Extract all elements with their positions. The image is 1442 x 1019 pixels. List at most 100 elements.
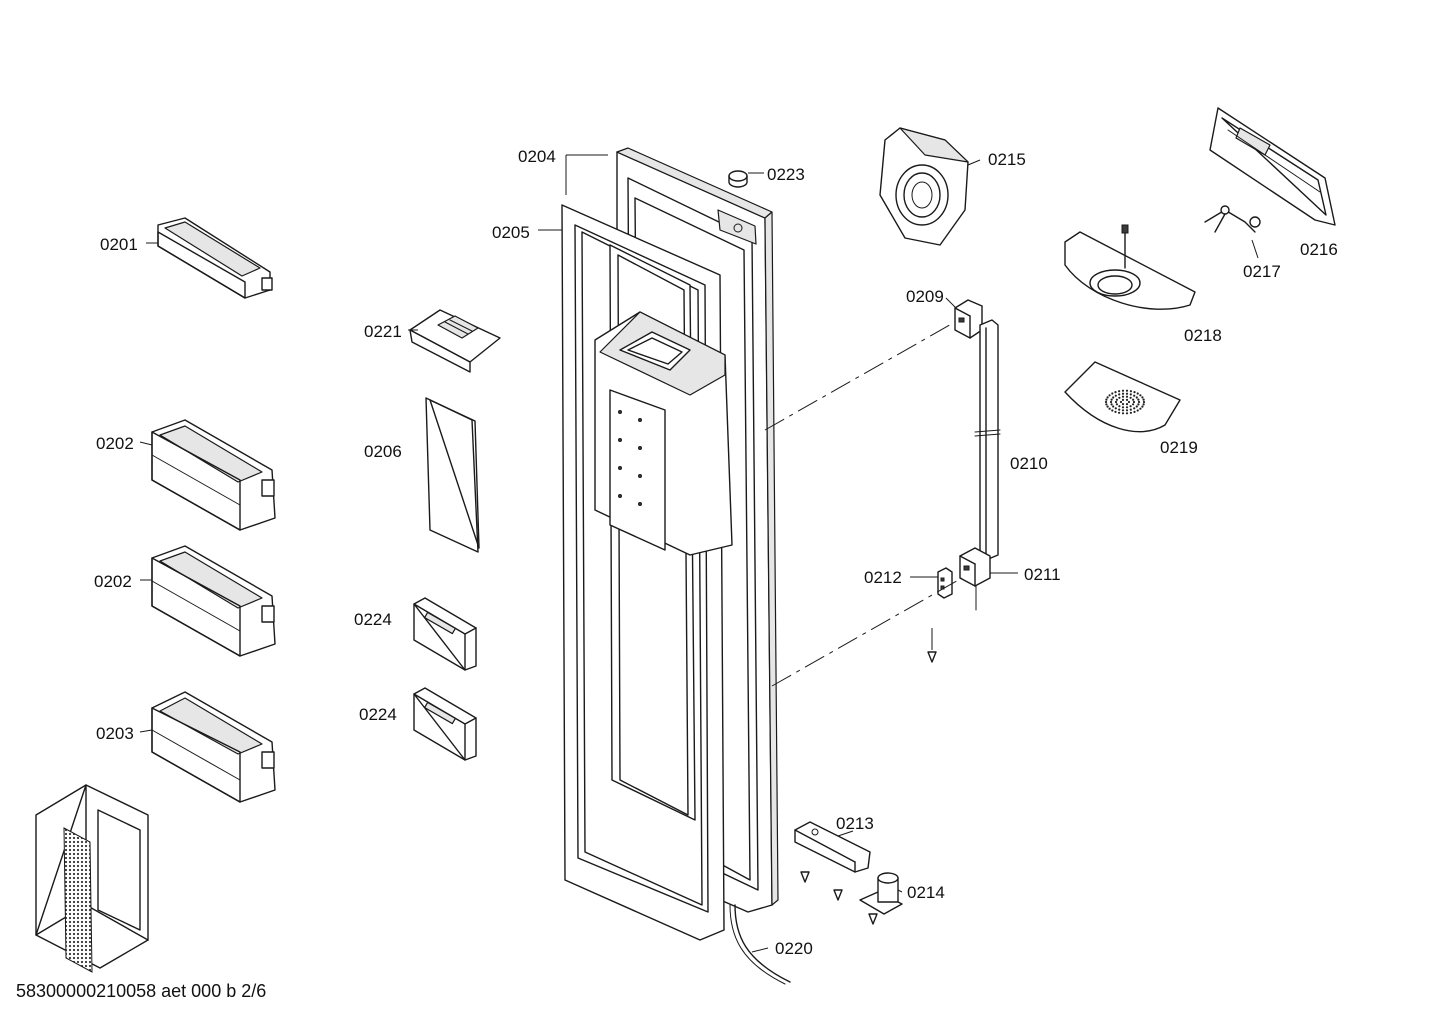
grille-hole — [1118, 393, 1121, 396]
label-0202-b: 0202 — [94, 572, 132, 591]
label-0223: 0223 — [767, 165, 805, 184]
grille-hole — [1105, 403, 1108, 406]
grille-hole — [1109, 400, 1113, 404]
screw-fasteners — [800, 585, 977, 925]
grille-hole — [1114, 400, 1118, 404]
label-0218: 0218 — [1184, 326, 1222, 345]
grille-hole — [1125, 398, 1129, 401]
grille-hole — [1132, 400, 1136, 404]
hinge-clip-part — [937, 567, 953, 599]
grille-hole — [1111, 409, 1114, 412]
grille-hole — [1118, 411, 1121, 414]
grille-hole — [1118, 408, 1121, 411]
grille-hole — [1129, 408, 1132, 411]
label-0212: 0212 — [864, 568, 902, 587]
grille-hole — [1132, 403, 1135, 406]
label-0201: 0201 — [100, 235, 138, 254]
grille-hole — [1114, 410, 1117, 413]
grille-hole — [1115, 403, 1118, 406]
label-0215: 0215 — [988, 150, 1026, 169]
bottom-hinge-plate-part — [794, 821, 871, 873]
ice-chute-plate-part — [1064, 224, 1196, 310]
cover-plate-part — [1209, 107, 1336, 226]
cable-part — [734, 904, 791, 983]
part-labels: 0201 0202 0202 0203 0204 0205 0206 0209 … — [94, 147, 1338, 958]
grille-hole — [1129, 411, 1132, 414]
small-door-shelf-part — [157, 217, 273, 299]
hinge-pin-part — [859, 872, 903, 915]
grille-hole — [1125, 409, 1129, 412]
grille-hole — [1105, 398, 1108, 401]
grille-hole — [1121, 406, 1125, 409]
grille-hole — [1133, 410, 1136, 413]
fan-housing-part — [879, 127, 969, 246]
label-0203: 0203 — [96, 724, 134, 743]
grille-hole — [1118, 405, 1121, 408]
grille-hole — [1125, 392, 1129, 395]
grille-hole — [1119, 400, 1123, 404]
grille-hole — [1129, 405, 1132, 408]
label-0213: 0213 — [836, 814, 874, 833]
flap-bracket-part — [1204, 205, 1261, 259]
grille-hole — [1118, 390, 1121, 393]
grille-hole — [1121, 409, 1125, 412]
grille-hole — [1141, 405, 1144, 408]
grille-hole — [1115, 398, 1118, 401]
grille-hole — [1133, 394, 1136, 397]
grille-hole — [1125, 403, 1129, 406]
grille-hole — [1142, 398, 1145, 401]
grille-hole — [1104, 400, 1108, 404]
grille-hole — [1136, 409, 1139, 412]
grille-hole — [1137, 403, 1140, 406]
appliance-location-thumbnail — [35, 784, 149, 973]
leader-lines — [139, 154, 1018, 953]
grille-hole — [1108, 407, 1111, 410]
grille-hole — [1106, 405, 1109, 408]
label-0221: 0221 — [364, 322, 402, 341]
ice-pack-part-a — [413, 597, 477, 671]
grille-hole — [1125, 395, 1129, 398]
grille-hole — [1121, 392, 1125, 395]
grille-hole — [1137, 398, 1140, 401]
grille-hole — [1114, 391, 1117, 394]
grille-hole — [1111, 392, 1114, 395]
label-0224-a: 0224 — [354, 610, 392, 629]
grille-hole — [1112, 396, 1115, 399]
label-0209: 0209 — [906, 287, 944, 306]
cap-part — [728, 170, 748, 188]
grille-hole — [1127, 400, 1131, 404]
grille-hole — [1110, 403, 1113, 406]
grille-hole — [1135, 396, 1138, 399]
grille-hole — [1114, 407, 1117, 410]
panel-insert-part — [425, 397, 480, 553]
grille-hole — [1139, 394, 1142, 397]
upper-hinge-block-part — [954, 299, 983, 339]
door-bin-part-a — [151, 419, 276, 531]
grille-hole — [1135, 405, 1138, 408]
grille-hole — [1125, 412, 1129, 415]
lower-hinge-block-part — [959, 547, 991, 587]
grille-hole — [1118, 396, 1121, 399]
grille-hole — [1112, 405, 1115, 408]
door-bin-part-c — [151, 691, 276, 803]
label-0217: 0217 — [1243, 262, 1281, 281]
grille-hole — [1136, 392, 1139, 395]
label-0205: 0205 — [492, 223, 530, 242]
dispenser-housing — [594, 311, 733, 556]
label-0216: 0216 — [1300, 240, 1338, 259]
grille-hole — [1110, 398, 1113, 401]
assembly-line-lower — [771, 577, 963, 687]
handle-strip-part — [974, 319, 1001, 561]
grille-hole — [1121, 412, 1125, 415]
grille-hole — [1142, 403, 1145, 406]
grille-hole — [1129, 393, 1132, 396]
grille-hole — [1125, 389, 1129, 392]
label-0220: 0220 — [775, 939, 813, 958]
grille-hole — [1121, 403, 1125, 406]
grille-hole — [1125, 406, 1129, 409]
grille-hole — [1129, 396, 1132, 399]
document-id: 58300000210058 aet 000 b 2/6 — [16, 981, 266, 1001]
grille-hole — [1137, 400, 1141, 404]
